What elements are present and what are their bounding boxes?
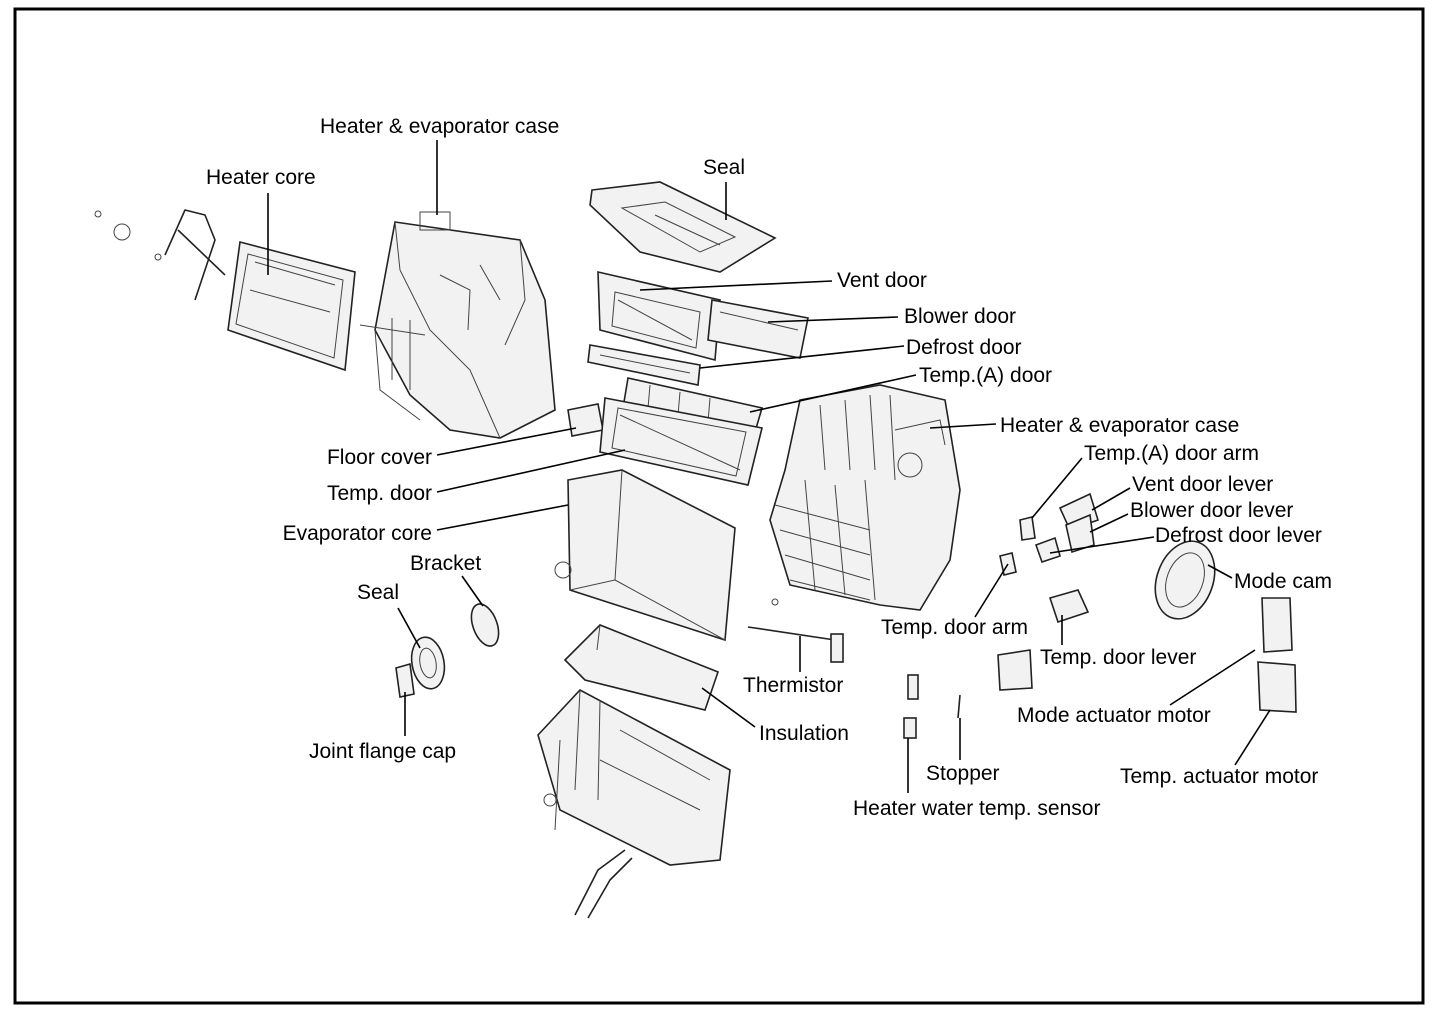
label-stopper: Stopper [926, 762, 1000, 785]
label-temp-actuator-motor: Temp. actuator motor [1120, 765, 1318, 788]
label-floor-cover: Floor cover [327, 446, 432, 469]
label-seal-left: Seal [357, 581, 399, 604]
label-temp-door: Temp. door [327, 482, 432, 505]
stopper-part [957, 694, 961, 719]
label-joint-flange-cap: Joint flange cap [309, 740, 456, 763]
temp-door-part [599, 397, 763, 486]
insulation-part [563, 624, 720, 711]
label-evaporator-core: Evaporator core [283, 522, 432, 545]
label-blower-door-lever: Blower door lever [1130, 499, 1293, 522]
seal-top-part [589, 181, 777, 273]
label-seal-top: Seal [703, 156, 745, 179]
blower-door-lever-part [1065, 513, 1095, 554]
label-heater-evaporator-case-top: Heater & evaporator case [320, 115, 559, 138]
defrost-door-lever-part [1034, 536, 1061, 564]
label-defrost-door-lever: Defrost door lever [1155, 524, 1322, 547]
thermistor-part [747, 598, 844, 663]
label-blower-door: Blower door [904, 305, 1016, 328]
label-heater-evaporator-case-right: Heater & evaporator case [1000, 414, 1239, 437]
label-thermistor: Thermistor [743, 674, 843, 697]
label-temp-door-arm: Temp. door arm [881, 616, 1028, 639]
label-bracket: Bracket [410, 552, 481, 575]
label-mode-actuator-motor: Mode actuator motor [1017, 704, 1211, 727]
mode-actuator-motor-part [1261, 597, 1293, 653]
label-vent-door-lever: Vent door lever [1132, 473, 1273, 496]
vent-door-part [597, 270, 721, 362]
floor-cover-part [567, 403, 604, 437]
label-mode-cam: Mode cam [1234, 570, 1332, 593]
label-heater-core: Heater core [206, 166, 316, 189]
label-defrost-door: Defrost door [906, 336, 1022, 359]
defrost-door-part [587, 344, 701, 386]
label-temp-door-lever: Temp. door lever [1040, 646, 1196, 669]
joint-flange-cap-part [395, 662, 415, 698]
leader-lines [267, 140, 1271, 793]
heater-evaporator-case-right-part [769, 384, 961, 611]
heater-evaporator-case-left-part [359, 211, 556, 439]
evaporator-core-part [554, 469, 736, 642]
label-heater-water-temp-sensor: Heater water temp. sensor [853, 797, 1100, 820]
seal-left-part [410, 636, 446, 690]
blower-door-part [707, 299, 809, 359]
label-vent-door: Vent door [837, 269, 927, 292]
bracket-part [470, 603, 500, 647]
lower-case-part [537, 689, 731, 866]
temp-door-lever-part [1048, 589, 1090, 624]
label-temp-a-door: Temp.(A) door [919, 364, 1052, 387]
label-insulation: Insulation [759, 722, 849, 745]
diagram-frame [13, 7, 1425, 1005]
lower-hose-part [574, 849, 633, 919]
temp-actuator-motor-part [1257, 661, 1297, 713]
label-temp-a-door-arm: Temp.(A) door arm [1084, 442, 1259, 465]
mode-cam-part [1154, 540, 1216, 620]
heater-core-part [94, 209, 356, 372]
heater-water-temp-sensor-part [903, 674, 919, 739]
temp-a-door-arm-part [1019, 516, 1036, 541]
temp-actuator-part [997, 649, 1033, 691]
